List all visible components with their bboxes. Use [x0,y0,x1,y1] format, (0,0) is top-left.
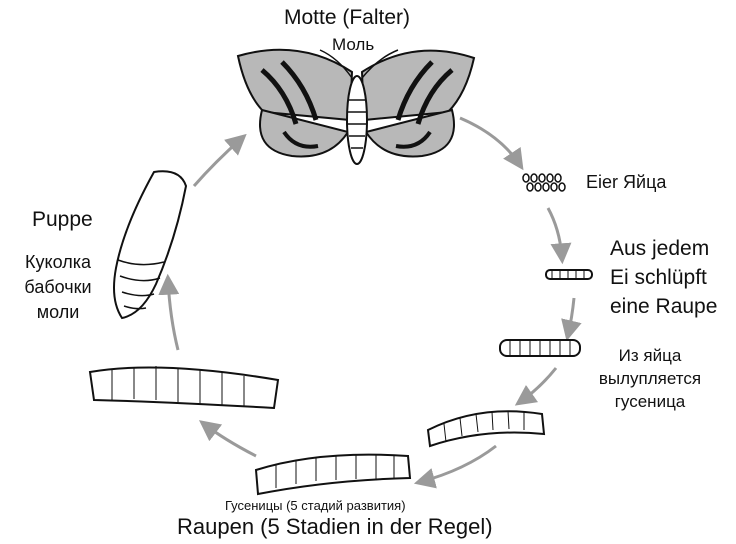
hatching-label-ru-line: вылупляется [580,367,720,390]
larva-stage-2-illustration [500,340,580,356]
arrow-bottom-to-left [204,424,256,456]
arrow-pupa-to-moth [194,138,242,186]
arrow-larva-to-bottom [420,446,496,482]
arrow-left-to-pupa [168,280,178,350]
larvae-label-ru: Гусеницы (5 стадий развития) [225,498,406,513]
pupa-label-ru-line: бабочки [10,275,106,300]
moth-illustration [238,50,474,164]
moth-label-de: Motte (Falter) [284,6,410,30]
hatching-label-ru-line: гусеница [580,390,720,413]
eggs-illustration [523,174,565,191]
hatching-label-de-line: eine Raupe [610,292,717,321]
arrow-eggs-to-hatch [548,208,562,258]
hatching-label-ru-line: Из яйца [580,344,720,367]
larva-stage-4-illustration [256,455,410,494]
pupa-label-ru-line: Куколка [10,250,106,275]
arrow-hatch-to-larva [568,298,574,335]
hatching-label-ru: Из яйца вылупляется гусеница [580,344,720,413]
moth-label-ru: Моль [332,35,374,55]
larva-stage-5-illustration [90,366,278,408]
pupa-label-de: Puppe [32,208,93,232]
pupa-label-ru: Куколка бабочки моли [10,250,106,325]
pupa-label-ru-line: моли [10,300,106,325]
larvae-label-de: Raupen (5 Stadien in der Regel) [177,514,493,540]
hatching-larva-illustration [546,270,592,279]
larva-stage-3-illustration [428,411,544,446]
arrow-moth-to-eggs [460,118,520,165]
pupa-illustration [114,171,186,318]
hatching-label-de-line: Ei schlüpft [610,263,717,292]
eggs-label: Eier Яйца [586,172,666,193]
arrow-larva-to-larva [520,368,556,402]
hatching-label-de: Aus jedem Ei schlüpft eine Raupe [610,234,717,321]
hatching-label-de-line: Aus jedem [610,234,717,263]
